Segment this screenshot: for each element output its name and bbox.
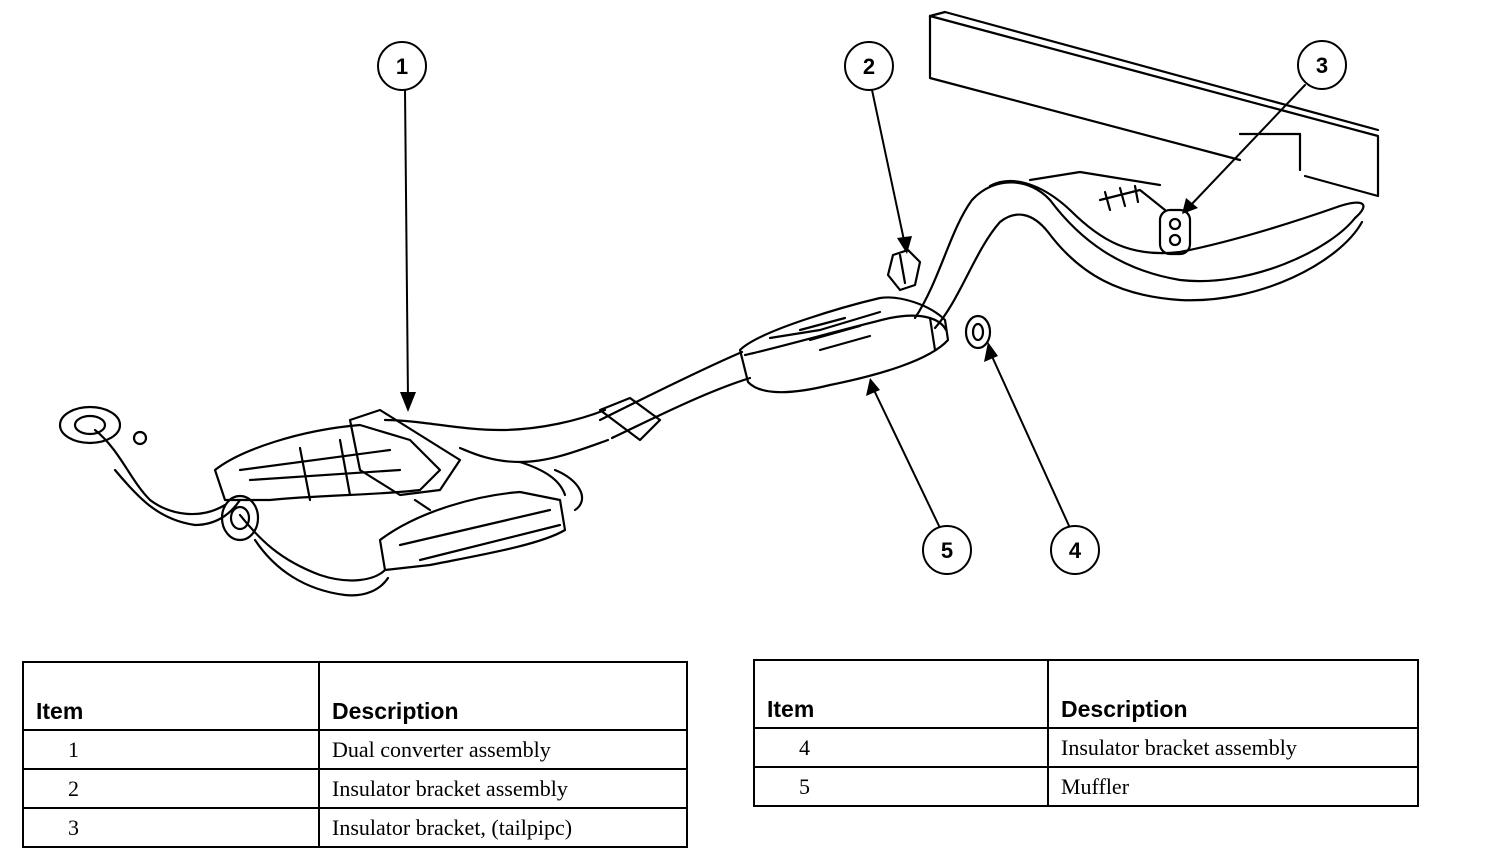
column-header-item: Item: [753, 659, 1049, 729]
svg-text:5: 5: [941, 538, 953, 563]
leader-arrowheads: [400, 198, 1198, 412]
item-number: 3: [22, 807, 320, 848]
table-row: 4 Insulator bracket assembly: [753, 727, 1419, 768]
muffler: [738, 296, 950, 394]
item-description: Dual converter assembly: [318, 729, 688, 770]
column-header-item: Item: [22, 661, 320, 731]
dual-converter-assembly: [58, 405, 610, 597]
legend-header-row: Item Description: [753, 659, 1419, 729]
item-description: Insulator bracket assembly: [318, 768, 688, 809]
svg-text:4: 4: [1069, 538, 1082, 563]
table-row: 5 Muffler: [753, 766, 1419, 807]
frame-rail: [928, 10, 1380, 198]
legend-table-left: Item Description 1 Dual converter assemb…: [22, 661, 688, 848]
column-header-description: Description: [318, 661, 688, 731]
item-description: Insulator bracket assembly: [1047, 727, 1419, 768]
legend-table-right: Item Description 4 Insulator bracket ass…: [753, 659, 1419, 807]
callout-1: 1: [377, 41, 427, 91]
insulator-bracket: [964, 314, 992, 350]
leader-lines: [404, 84, 1306, 529]
tailpipe: [913, 170, 1365, 330]
svg-text:2: 2: [863, 54, 875, 79]
table-row: 3 Insulator bracket, (tailpipc): [22, 807, 688, 848]
intermediate-pipe: [598, 350, 752, 442]
svg-text:1: 1: [396, 54, 408, 79]
item-number: 1: [22, 729, 320, 770]
item-number: 2: [22, 768, 320, 809]
callout-4: 4: [1050, 525, 1100, 575]
callout-3: 3: [1297, 40, 1347, 90]
table-row: 1 Dual converter assembly: [22, 729, 688, 770]
item-description: Insulator bracket, (tailpipc): [318, 807, 688, 848]
legend-header-row: Item Description: [22, 661, 688, 731]
svg-text:3: 3: [1316, 53, 1328, 78]
column-header-description: Description: [1047, 659, 1419, 729]
item-number: 4: [753, 727, 1049, 768]
item-description: Muffler: [1047, 766, 1419, 807]
exhaust-system-diagram: 1 2 3 4 5: [58, 10, 1380, 597]
callout-5: 5: [922, 525, 972, 575]
callout-2: 2: [844, 41, 894, 91]
muffler-insulator-bracket: [886, 248, 922, 292]
item-number: 5: [753, 766, 1049, 807]
table-row: 2 Insulator bracket assembly: [22, 768, 688, 809]
tailpipe-insulator-bracket: [1098, 184, 1192, 256]
